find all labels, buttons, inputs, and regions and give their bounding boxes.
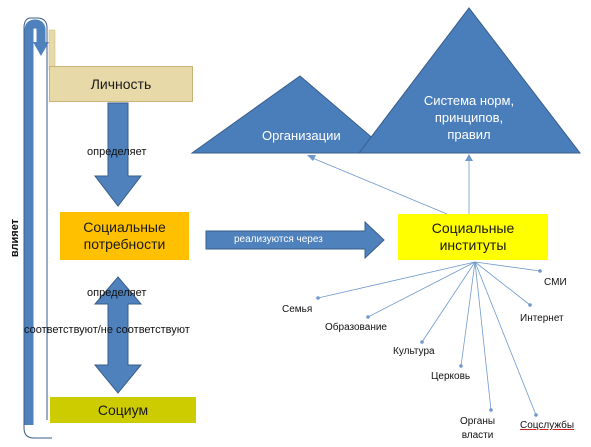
determines-top-label: определяет [87,146,147,158]
correspondence-double-arrow [93,276,143,394]
norms-triangle [357,7,582,154]
institution-internet: Интернет [520,313,564,324]
influence-loop-head [33,42,49,56]
link-to-organizations [309,156,448,215]
fan-head-culture [420,340,424,344]
fan-line-social-services [474,261,537,416]
link-head-organizations [307,155,316,161]
influences-label: влияет [9,218,22,258]
fan-line-media [474,261,541,272]
realized-through-label: реализуются через [234,234,323,245]
fan-head-education [366,315,370,319]
society-label: Социум [97,402,149,418]
fan-line-internet [474,261,531,306]
institution-media: СМИ [544,277,567,288]
institution-education: Образование [325,322,387,333]
determines-arrow [93,102,143,207]
organizations-triangle [190,75,392,154]
realized-through-arrow [205,220,385,260]
personality-node: Личность [49,66,193,102]
fan-line-family [317,261,476,299]
fan-head-family [316,296,320,300]
correspond-label: соответствуют/не соответствуют [24,324,190,336]
fan-line-culture [421,261,476,343]
institution-fan-heads [316,269,542,417]
determines-bottom-label: определяет [87,287,147,299]
institution-to-triangles-links [309,156,470,215]
parchment-strip [48,29,56,71]
institution-family: Семья [282,304,313,315]
fan-head-media [538,269,542,273]
institution-link-heads [307,154,473,161]
fan-head-internet [528,303,532,307]
society-node: Социум [50,397,196,423]
fan-head-authorities [489,408,493,412]
influence-loop-arrow [23,17,52,439]
influence-loop-stem [24,30,34,425]
influence-loop-body [24,19,46,420]
social-institutions-label: Социальные институты [431,220,515,253]
fan-line-authorities [474,261,492,411]
institution-social-services: Соцслужбы [520,420,575,431]
fan-line-education [367,261,476,318]
link-head-norms [465,154,473,161]
institution-authorities: Органы власти [460,416,496,441]
fan-head-social-services [534,413,538,417]
social-needs-node: Социальные потребности [60,212,189,260]
institution-culture: Культура [393,346,435,357]
fan-line-church [460,261,476,367]
personality-label: Личность [90,76,152,92]
institution-church: Церковь [431,371,471,382]
institution-fan [317,261,541,416]
norms-system-label: Система норм, принципов, правил [423,93,515,142]
fan-head-church [459,364,463,368]
organizations-label: Организации [262,128,341,143]
social-institutions-node: Социальные институты [398,214,548,260]
social-needs-label: Социальные потребности [83,219,166,252]
